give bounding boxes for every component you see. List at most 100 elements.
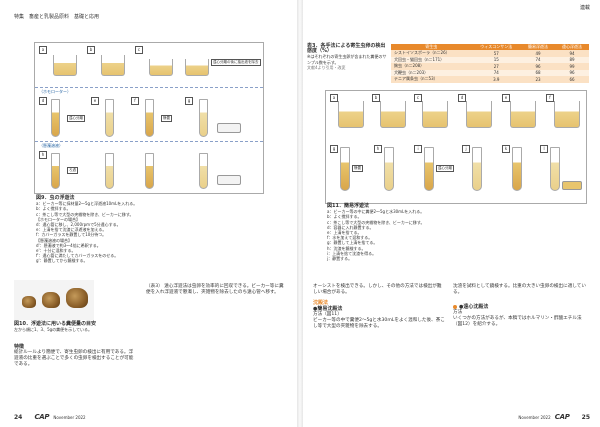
beaker-illustration	[338, 101, 364, 128]
beaker-illustration	[101, 55, 125, 76]
table-cell: 74	[471, 69, 522, 76]
body-text: ビーカー等の中で糞便2〜5gと水30mLをよく混和した後、茶こし等で大型の夾雑物…	[313, 318, 445, 329]
subsection-heading: ●遠心沈殿法	[453, 304, 589, 310]
column-header: 遠心浮遊法	[555, 44, 589, 50]
feces-sample-image	[22, 296, 36, 308]
column-header: 寄生虫	[391, 44, 472, 50]
panel-label: d	[39, 97, 47, 105]
panel-label: b	[372, 94, 380, 102]
caption-note: 左から順に1、3、5gの糞便を示している。	[14, 327, 93, 333]
magazine-logo: CAP	[34, 413, 50, 421]
caption-line: i：上清を捨て沈渣を得る。	[327, 250, 377, 256]
beaker-illustration	[53, 55, 77, 76]
test-tube	[512, 147, 522, 191]
beaker-illustration	[554, 101, 580, 128]
beaker-illustration	[466, 101, 492, 128]
caption-line: f：水を加えて混和する。	[327, 235, 373, 241]
caption-line: a：ビーカー等に採材量2〜5gと浮遊液10mLを入れる。	[36, 201, 138, 207]
caption-line: d'：懸濁液で約3〜4倍に希釈する。	[36, 242, 101, 248]
page-number: 24	[14, 414, 23, 421]
caption-line: a：ビーカー等の中に糞便2〜5gと水30mLを入れる。	[327, 209, 425, 215]
test-tube	[199, 153, 208, 189]
slide-glass	[217, 175, 241, 185]
page-footer: November 2022 CAP 25	[518, 413, 590, 421]
magazine-logo: CAP	[554, 413, 570, 421]
test-tube	[472, 147, 482, 191]
step-tag: 遠心分離	[436, 165, 454, 172]
panel-label: f	[546, 94, 554, 102]
table-cell: 鉤虫（n＝208）	[391, 63, 472, 70]
table-cell: 96	[521, 63, 556, 70]
table-cell: 66	[555, 76, 589, 83]
table-header-row: 寄生虫 ウィスコンサン法 簡易浮遊法 遠心浮遊法	[391, 44, 589, 50]
caption-title: 図9．虫の浮遊法	[36, 195, 75, 201]
body-column-right: （表3） 遠心浮遊法は虫卵を効率的に回収できる。ビーカー等に糞便を入れ浮遊液で懸…	[146, 284, 286, 296]
caption-line: b：よく撹拌する。	[327, 214, 362, 220]
body-column-left: 特徴 総計ルールより簡便で、寄生虫卵の検出に有用である。浮遊液の比重を選ぶことで…	[14, 344, 134, 368]
figure-11-caption: 図11．簡易浮遊法 a：ビーカー等の中に糞便2〜5gと水30mLを入れる。 b：…	[327, 203, 487, 261]
left-page: 特集 畜産と乳製品原料 基礎と応用 a b c 遠心分離の後に抽出液を除去 （ホ…	[0, 0, 297, 427]
caption-line: h：沈渣を鏡検する。	[327, 245, 366, 251]
body-text: オーシストを検出できる。しかし、その他の方法では検出が難しい場合がある。	[313, 284, 442, 295]
caption-line: 【懸濁溶液の場合】	[36, 237, 72, 243]
section-divider	[35, 141, 263, 142]
body-column-right: 沈渣を試料として鏡検する。比重の大きい虫卵の検出に適している。 ●遠心沈殿法 方…	[453, 284, 589, 328]
caption-line: d：容器に入れ静置する。	[327, 224, 374, 230]
section-heading: 沈殿法	[313, 300, 329, 306]
test-tube	[51, 153, 60, 189]
table-note: 文献4より引用・改変	[307, 64, 346, 70]
section-heading: 特徴	[14, 344, 25, 350]
table-cell: 89	[555, 56, 589, 63]
body-text: いくつかの方法があるが、本稿ではホルマリン・酢酸エチル法（図12）を紹介する。	[453, 316, 582, 327]
test-tube	[199, 99, 208, 137]
panel-label: j	[462, 145, 470, 153]
table-cell: 15	[471, 56, 522, 63]
method-heading: 方法	[453, 310, 463, 315]
caption-line: e：上清を捨てる。	[327, 230, 362, 236]
table-row: 犬回虫・猫回虫（n＝171） 15 74 89	[391, 56, 589, 63]
table-row: シストイソスポーラ（n＝26） 57 49 94	[391, 50, 589, 57]
panel-label: k	[502, 145, 510, 153]
table-cell: テニア属条虫（n＝53）	[391, 76, 472, 83]
caption-line: d：遠心管に移し、2,000rpmで5分遠心する。	[36, 222, 121, 228]
panel-label: e	[502, 94, 510, 102]
caption-title: 図11．簡易浮遊法	[327, 203, 369, 209]
table-cell: 49	[521, 50, 556, 57]
section-divider	[35, 87, 263, 88]
test-tube	[550, 147, 560, 191]
column-header: 簡易浮遊法	[521, 44, 556, 50]
issue-date: November 2022	[53, 415, 86, 420]
section-band: （懸濁溶液）	[39, 143, 63, 148]
test-tube	[51, 99, 60, 137]
table-cell: 68	[521, 69, 556, 76]
panel-label: i	[414, 145, 422, 153]
step-tag: 静置	[161, 115, 172, 122]
caption-line: f：カバーガラスを静置して10分待つ。	[36, 232, 107, 238]
test-tube	[145, 99, 154, 137]
table-cell: 94	[555, 50, 589, 57]
table-row: テニア属条虫（n＝53） 3.9 23 66	[391, 76, 589, 83]
note-bubble: 遠心分離の後に抽出液を除去	[211, 59, 261, 66]
table-cell: 96	[555, 69, 589, 76]
table-cell: 57	[471, 50, 522, 57]
table-cell: 27	[471, 63, 522, 70]
table-cell: 犬回虫・猫回虫（n＝171）	[391, 56, 472, 63]
caption-line: c：茶こし等で大型の夾雑物を除き、ビーカーに移す。	[327, 219, 425, 225]
panel-label: l	[540, 145, 548, 153]
caption-line: c：茶こし等で大型の夾雑物を除き、ビーカーに移す。	[36, 211, 134, 217]
test-tube	[105, 99, 114, 137]
page-gutter	[297, 0, 303, 427]
caption-line: e：上清を捨て沈渣に浮遊液を加える。	[36, 227, 107, 233]
method-heading: 方法（図11）	[313, 312, 342, 317]
running-header: 連載	[579, 5, 590, 11]
column-header: ウィスコンサン法	[471, 44, 522, 50]
table-cell: 23	[521, 76, 556, 83]
panel-label: g	[185, 97, 193, 105]
table-row: 鉤虫（n＝208） 27 96 99	[391, 63, 589, 70]
table-3: 寄生虫 ウィスコンサン法 簡易浮遊法 遠心浮遊法 シストイソスポーラ（n＝26）…	[391, 44, 589, 83]
table-cell: 犬鞭虫（n＝203）	[391, 69, 472, 76]
figure-10-photo	[14, 280, 94, 320]
table-cell: 74	[521, 56, 556, 63]
panel-label: f	[131, 97, 139, 105]
